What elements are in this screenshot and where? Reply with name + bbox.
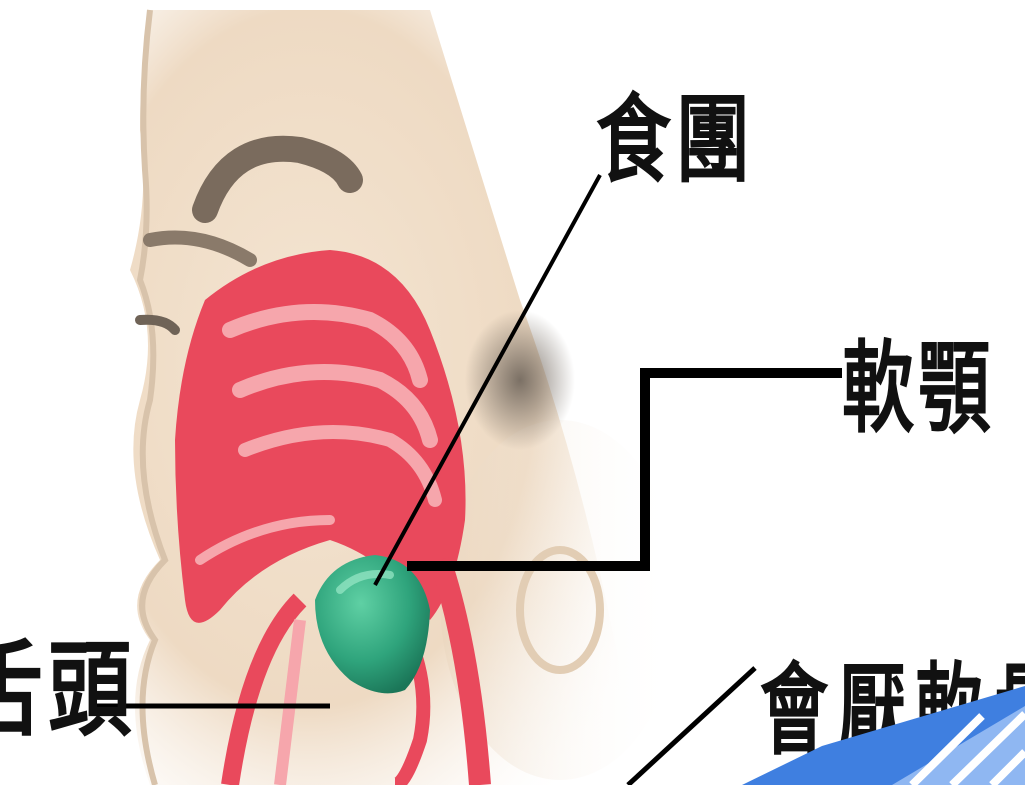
ear-shadow (465, 310, 575, 450)
bolus-label: 食團 (596, 92, 755, 188)
tongue-label: 舌頭 (0, 638, 136, 742)
slide-corner-decoration (742, 686, 1025, 785)
soft-palate-label: 軟顎 (842, 338, 995, 438)
